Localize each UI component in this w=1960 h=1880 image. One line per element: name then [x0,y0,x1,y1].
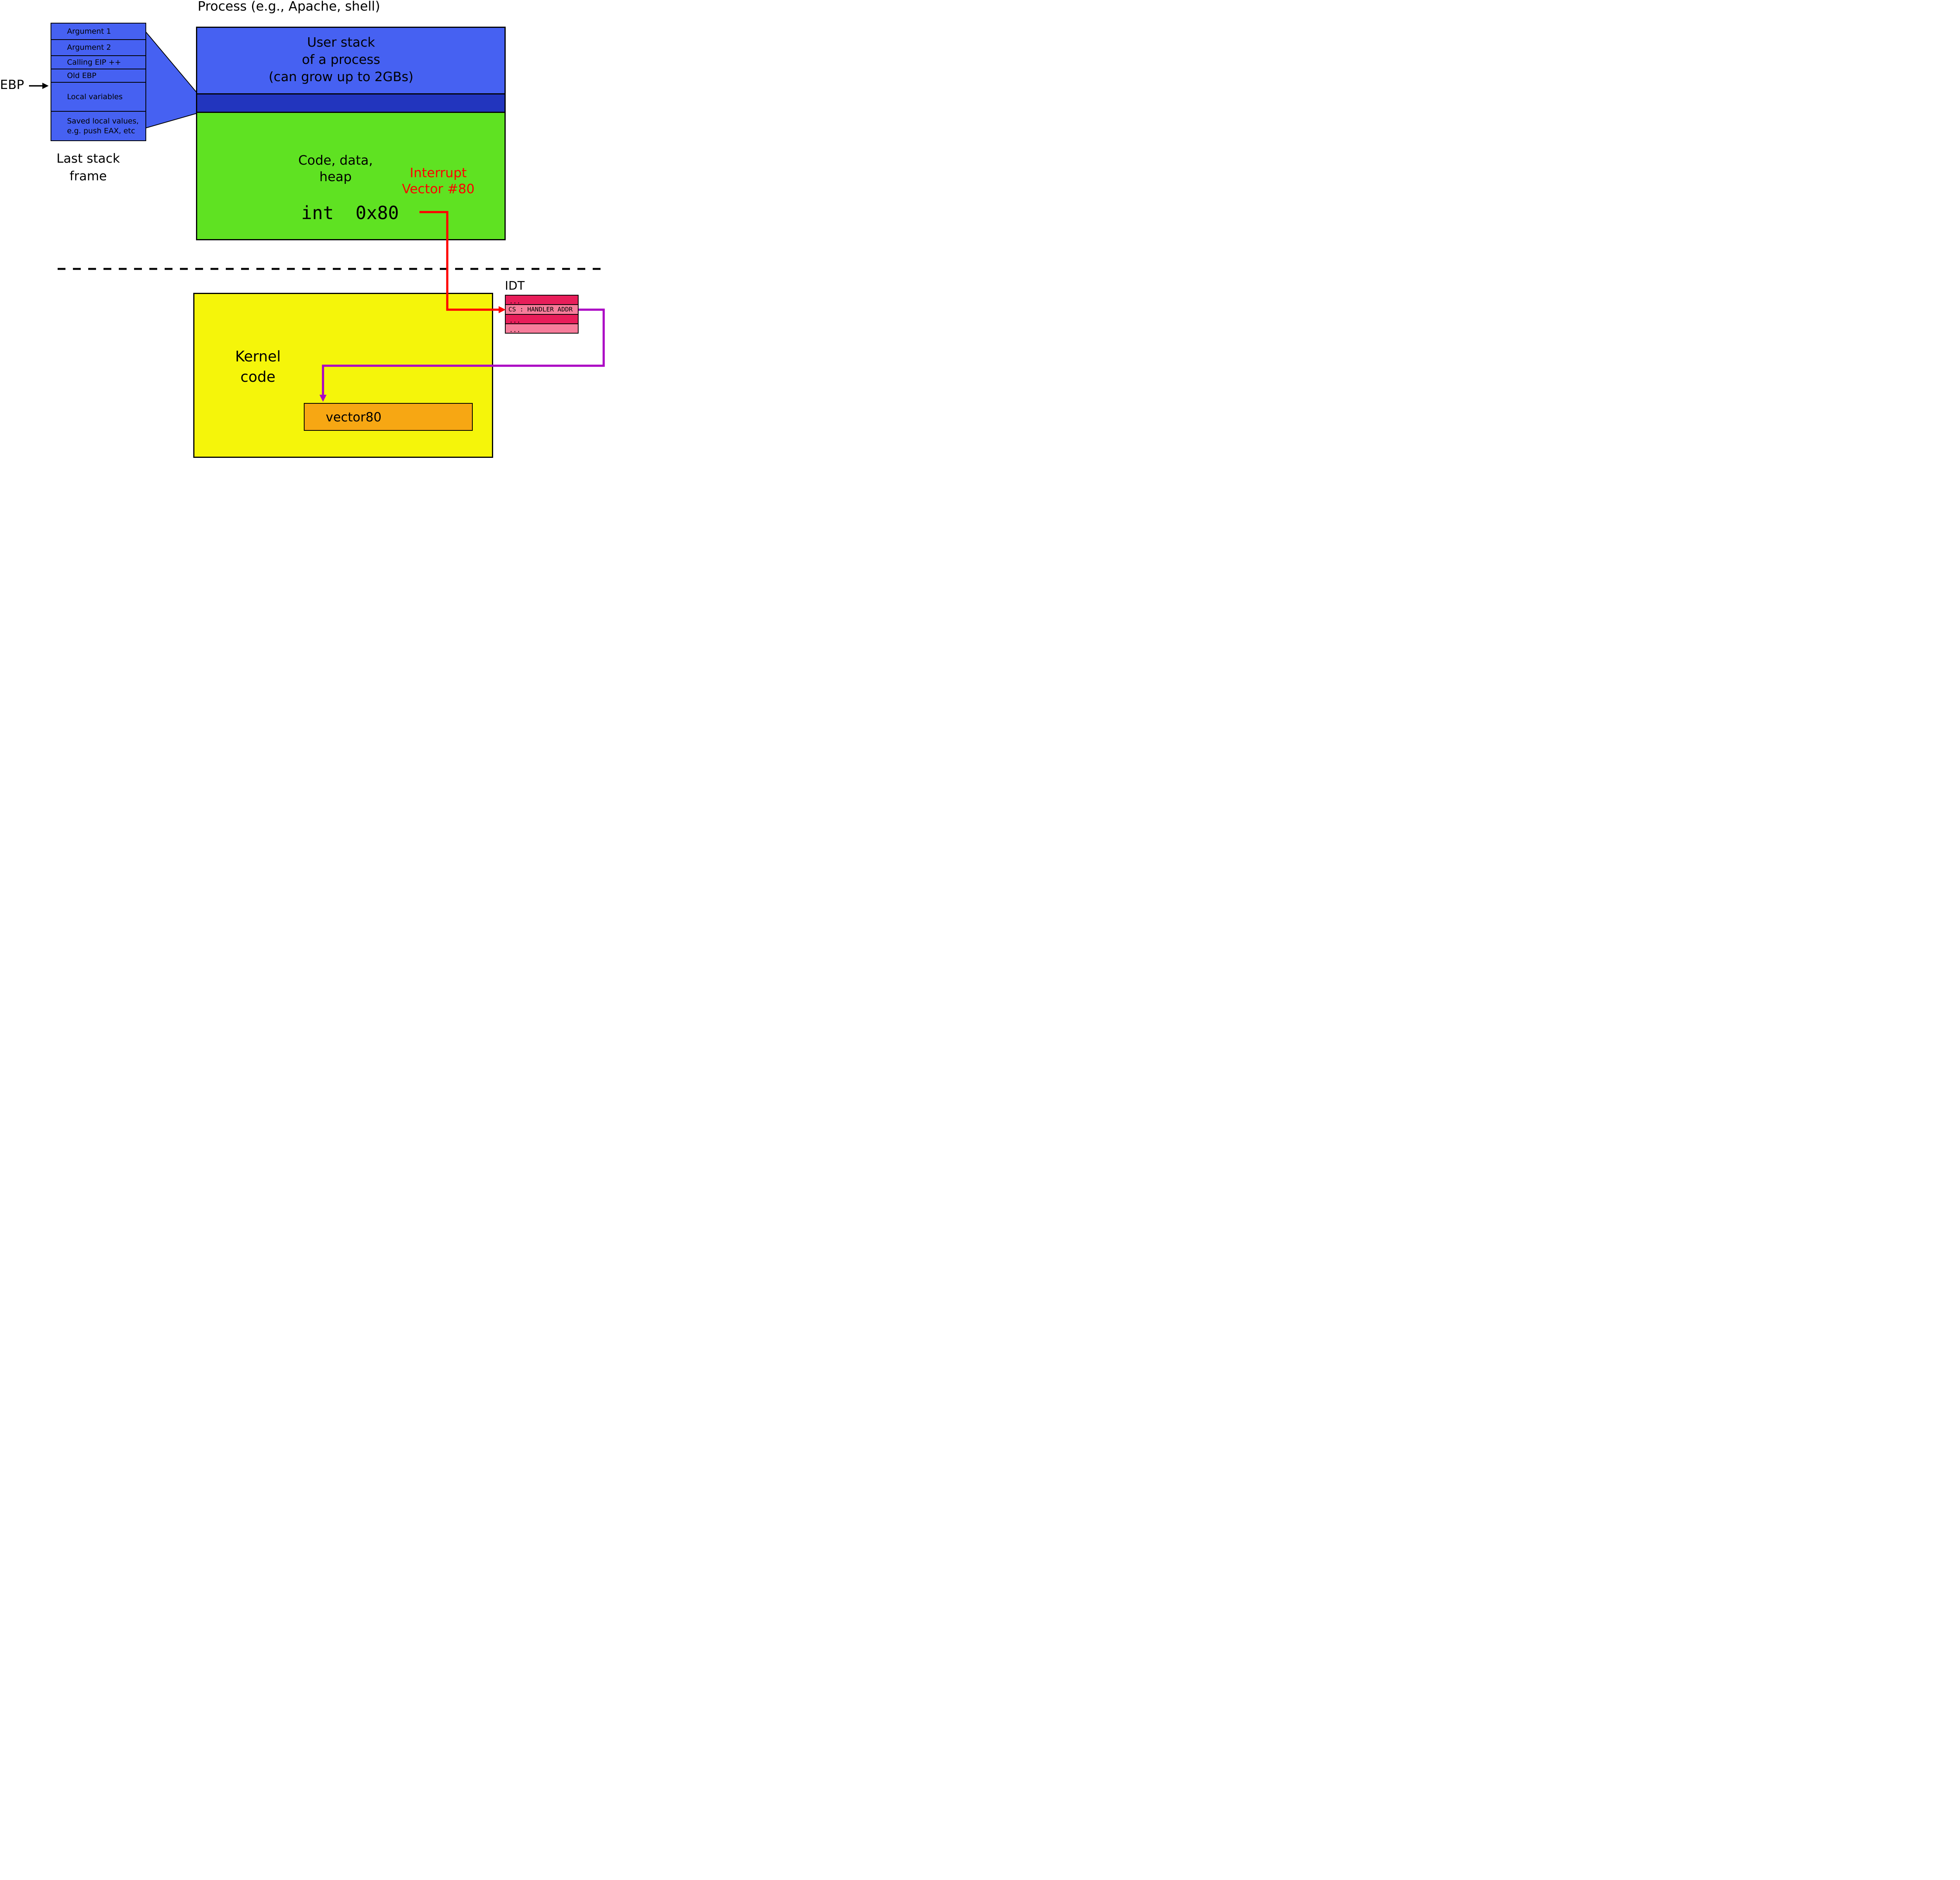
ebp-arrow-head [42,83,49,89]
stack-frame-row: Local variables [51,83,145,112]
idt-table: ... CS : HANDLER ADDR ... ... [505,295,579,334]
code-data-heap-label: Code, data, heap [298,152,373,184]
syscall-interrupt-diagram: Process (e.g., Apache, shell) Argument 1… [0,0,606,460]
user-stack-label: User stack of a process (can grow up to … [269,34,414,84]
interrupt-vector-label: Interrupt Vector #80 [402,165,475,196]
stack-frame-row-label: Argument 1 [67,27,111,36]
stack-frame-row: Argument 2 [51,40,145,56]
process-title: Process (e.g., Apache, shell) [198,0,380,14]
stack-frame-row: Old EBP [51,69,145,83]
vector80-box: vector80 [304,403,473,431]
stack-frame-box: Argument 1 Argument 2 Calling EIP ++ Old… [51,23,146,141]
idt-title: IDT [505,279,525,293]
stack-frame-row-label: Local variables [67,92,123,101]
stack-frame-row: Argument 1 [51,24,145,40]
last-stack-frame-caption: Last stack frame [56,151,120,183]
stack-frame-row: Saved local values, e.g. push EAX, etc [51,112,145,140]
stack-zoom-connector-wedge [145,30,199,129]
idt-row-text: ... [509,298,521,305]
ebp-label: EBP [0,77,24,92]
stack-frame-row-label: Old EBP [67,71,96,80]
user-stack-box [196,27,506,94]
vector80-label: vector80 [326,409,382,425]
idt-row-text: ... [509,326,521,334]
int-0x80-instruction: int 0x80 [301,202,399,223]
stack-frame-row-label: Argument 2 [67,43,111,52]
kernel-code-label: Kernel code [235,348,281,385]
idt-row: ... [506,296,578,305]
idt-row: ... [506,323,578,333]
stack-frame-row-label: Saved local values, e.g. push EAX, etc [67,116,139,135]
stack-boundary-strip [196,93,506,113]
stack-frame-row: Calling EIP ++ [51,56,145,69]
idt-row: ... [506,314,578,323]
stack-frame-row-label: Calling EIP ++ [67,58,121,67]
idt-row-text: CS : HANDLER ADDR [508,305,573,313]
idt-row-text: ... [509,316,521,324]
idt-row-cs-handler: CS : HANDLER ADDR [506,304,578,314]
